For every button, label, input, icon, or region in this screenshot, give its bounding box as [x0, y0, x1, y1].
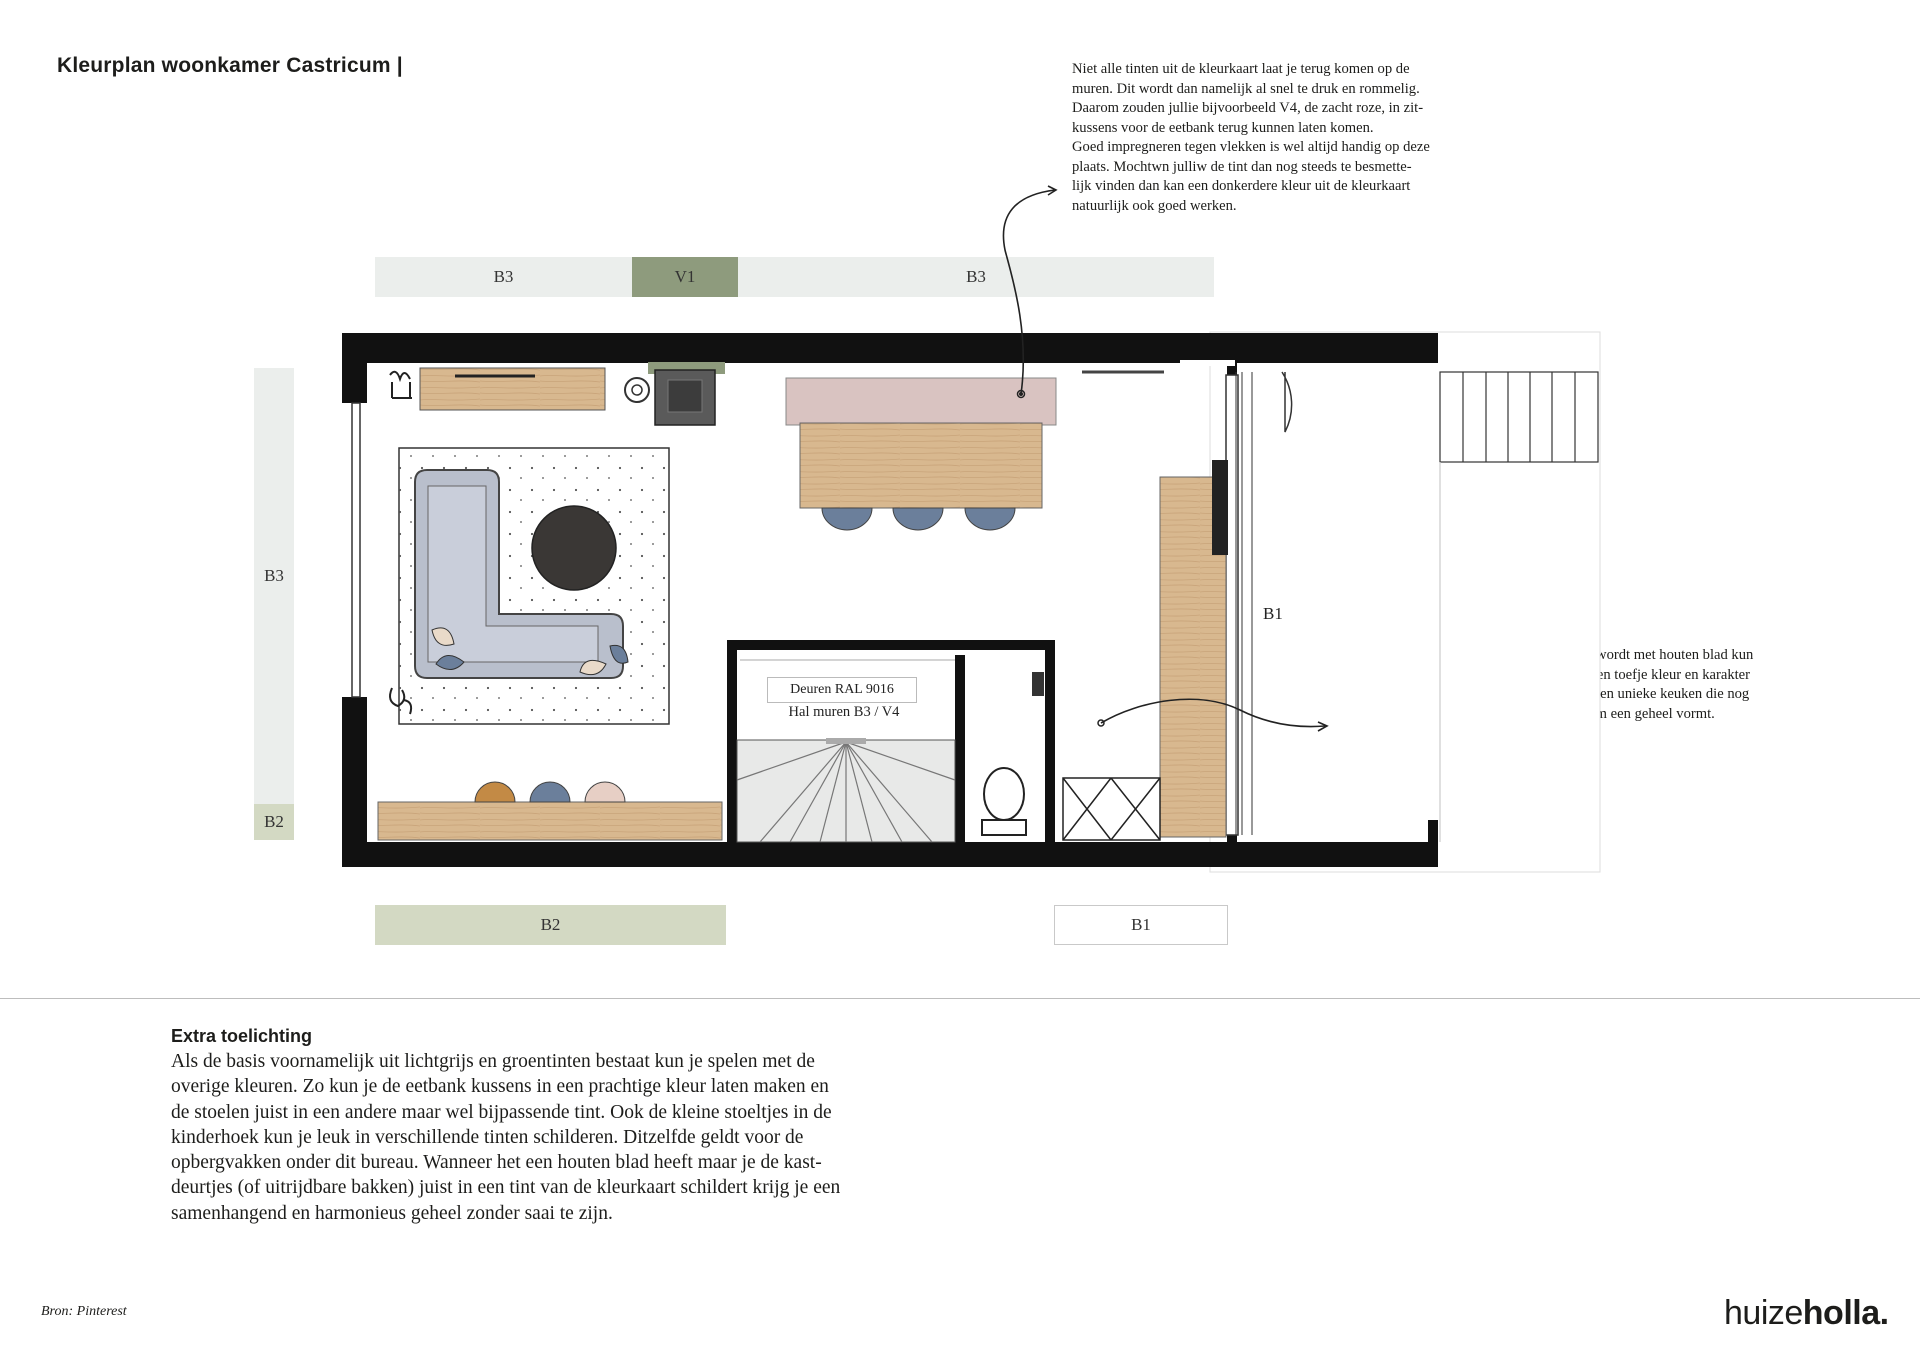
swatch-left-long-label: B3 [264, 566, 284, 585]
toilet-icon [981, 767, 1027, 836]
fridge [1212, 460, 1228, 555]
sink [1032, 672, 1044, 696]
brand-logo-light: huize [1724, 1294, 1803, 1332]
section-divider [0, 998, 1920, 999]
door-swing [1281, 371, 1293, 433]
top-wall-gap [1180, 360, 1235, 366]
extra-heading: Extra toelichting [171, 1026, 313, 1046]
hall-wall-mid [955, 655, 965, 845]
page-title: Kleurplan woonkamer Castricum | [57, 54, 403, 77]
hall-wall-right [1045, 640, 1055, 845]
wall-right-label: B1 [1263, 604, 1283, 623]
stairs-right [1439, 371, 1599, 842]
coffee-table [531, 505, 617, 591]
extra-body: Als de basis voornamelijk uit lichtgrijs… [171, 1051, 841, 1224]
brand-logo-bold: holla. [1802, 1294, 1889, 1332]
wall-right-bottom [1237, 842, 1437, 867]
stair-treads [736, 741, 956, 843]
kids-desk [377, 801, 723, 841]
swatch-top-right: B3 [738, 257, 1214, 297]
arrow-right [1100, 698, 1326, 728]
kids-stools [474, 781, 626, 803]
wall-top [342, 333, 1438, 363]
dining-bench [785, 377, 1057, 426]
swatch-top-mid-label: V1 [674, 267, 696, 286]
wall-left-upper [342, 333, 367, 403]
sofa-cushions [431, 627, 629, 676]
arrow-top [1002, 189, 1056, 395]
swatch-bottom-left-label: B2 [540, 915, 561, 934]
plant-icon [624, 377, 650, 403]
swatch-bottom-right-label: B1 [1131, 915, 1151, 934]
toy-icon [389, 687, 413, 715]
swatch-left-small: B2 [254, 804, 294, 840]
crate-icons [1062, 777, 1161, 841]
wall-left-lower [342, 697, 367, 867]
stair-area [1209, 331, 1601, 873]
doors-label: Deuren RAL 9016 [767, 677, 917, 703]
wall-right-stub [1428, 820, 1438, 867]
dining-table [799, 422, 1043, 509]
swatch-top-left: B3 [375, 257, 632, 297]
hall-wall [727, 640, 1055, 650]
hall-label: Hal muren B3 / V4 [788, 704, 900, 720]
desk-top [419, 367, 606, 411]
swatch-left-long: B3 [254, 368, 294, 804]
note-dining-bench: Niet alle tinten uit de kleurkaart laat … [1072, 61, 1430, 214]
swatch-bottom-right: B1 [1054, 905, 1228, 945]
window-left [351, 402, 361, 698]
source-credit: Bron: Pinterest [41, 1304, 127, 1319]
swatch-top-mid: V1 [632, 257, 738, 297]
swatch-top-right-label: B3 [966, 267, 986, 286]
swatch-top-left-label: B3 [493, 267, 514, 286]
swatch-left-small-label: B2 [264, 812, 284, 831]
swatch-bottom-left: B2 [375, 905, 726, 945]
floor-plan [340, 185, 1601, 873]
brand-logo: huizeholla. [1724, 1294, 1889, 1333]
dining-chairs [821, 507, 1016, 531]
chair-icons-top-left [389, 370, 412, 399]
hall-wall-left [727, 640, 737, 845]
